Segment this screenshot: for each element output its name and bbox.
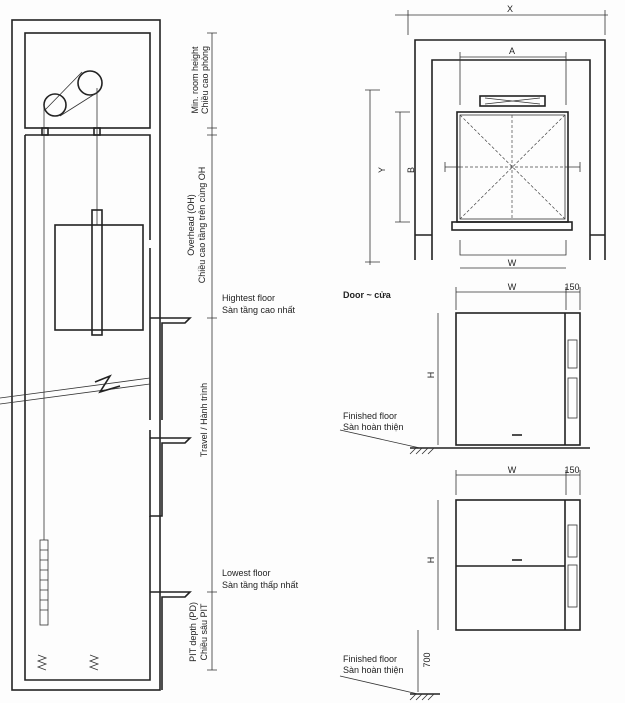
label-pit-depth: PIT depth (PD) bbox=[188, 602, 198, 662]
dim-x: X bbox=[507, 4, 513, 14]
dim-a: A bbox=[509, 46, 515, 56]
door-title: Door ~ cửa bbox=[343, 290, 392, 300]
buffer-spring-icon bbox=[36, 654, 100, 671]
dim-y: Y bbox=[377, 167, 387, 173]
label-overhead-vi: Chiều cao tầng trên cùng OH bbox=[197, 167, 207, 284]
door-1-finished-floor-vi: Sàn hoàn thiện bbox=[343, 422, 404, 432]
plan-view: X A Y B W bbox=[365, 4, 608, 269]
label-pit-depth-vi: Chiều sâu PIT bbox=[199, 603, 209, 661]
label-highest-floor-vi: Sàn tầng cao nhất bbox=[222, 305, 296, 315]
section-labels: Min. room height Chiều cao phòng Overhea… bbox=[186, 46, 299, 662]
elevator-car bbox=[54, 224, 144, 331]
pulley-icon bbox=[43, 93, 67, 117]
door-1-side-width: 150 bbox=[564, 282, 579, 292]
label-min-room-height-vi: Chiều cao phòng bbox=[200, 46, 210, 114]
door-2-sill-height: 700 bbox=[422, 652, 432, 667]
door-2-side-width: 150 bbox=[564, 465, 579, 475]
door-2-h: H bbox=[426, 557, 436, 564]
door-2-finished-floor: Finished floor bbox=[343, 654, 397, 664]
door-1-finished-floor: Finished floor bbox=[343, 411, 397, 421]
label-lowest-floor-vi: Sàn tầng thấp nhất bbox=[222, 580, 299, 590]
dim-w: W bbox=[508, 258, 517, 268]
door-1-w: W bbox=[508, 282, 517, 292]
door-2-w: W bbox=[508, 465, 517, 475]
counterweight bbox=[39, 539, 49, 626]
dim-b: B bbox=[406, 167, 416, 173]
door-operator bbox=[479, 95, 546, 107]
label-min-room-height: Min. room height bbox=[190, 46, 200, 114]
label-lowest-floor: Lowest floor bbox=[222, 568, 271, 578]
door-elevation-2: W 150 H 700 Finished floor Sàn hoàn thiệ… bbox=[339, 465, 581, 701]
pulley-icon bbox=[77, 70, 103, 96]
door-1-h: H bbox=[426, 372, 436, 379]
label-overhead: Overhead (OH) bbox=[186, 194, 196, 256]
shaft-section bbox=[0, 19, 217, 691]
label-travel: Travel / Hành trình bbox=[199, 383, 209, 457]
label-highest-floor: Hightest floor bbox=[222, 293, 275, 303]
door-2-finished-floor-vi: Sàn hoàn thiện bbox=[343, 665, 404, 675]
door-elevation-1: W 150 H Finished floor Sàn hoàn thiện bbox=[339, 282, 590, 455]
